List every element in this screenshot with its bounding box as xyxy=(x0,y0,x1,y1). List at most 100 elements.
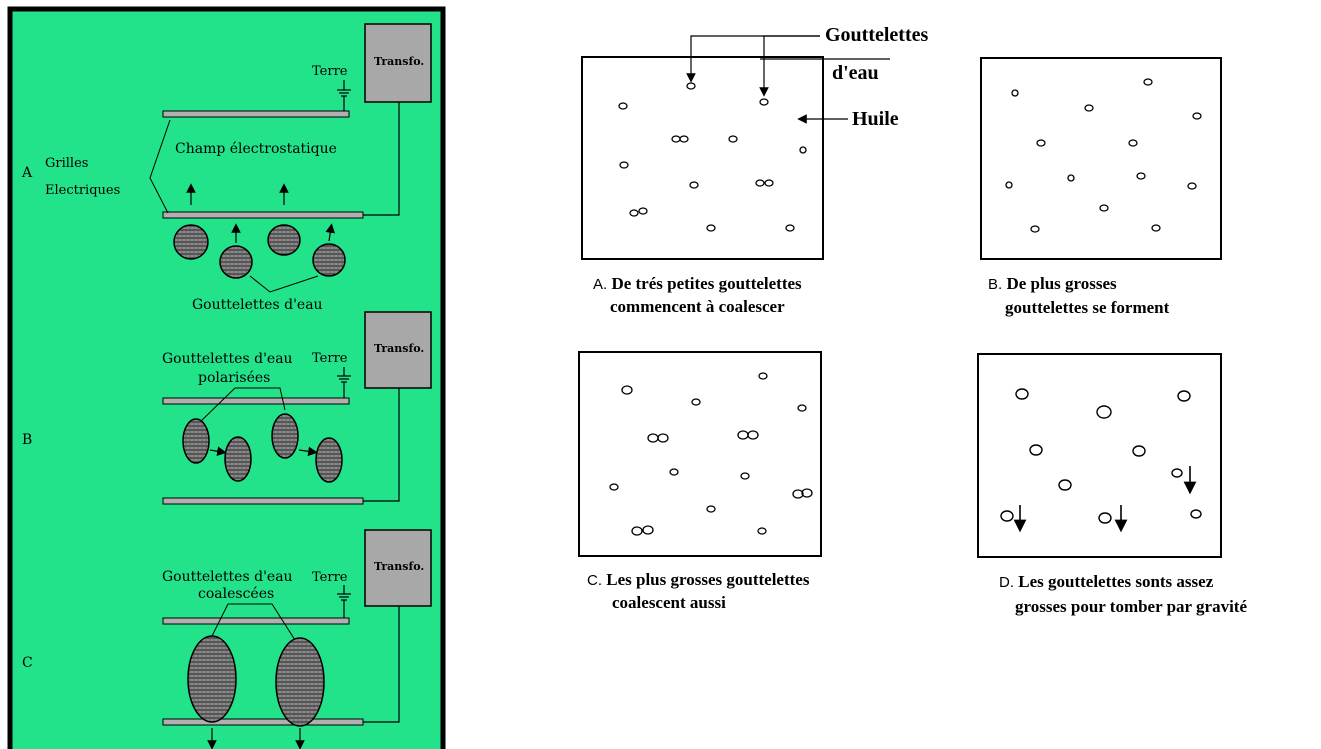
water-droplet xyxy=(1096,405,1112,419)
water-droplet xyxy=(801,488,813,498)
caption-b-line1: De plus grosses xyxy=(1006,274,1117,293)
water-droplet xyxy=(1143,78,1153,86)
ground-label-b: Terre xyxy=(312,351,348,366)
wire-c xyxy=(363,606,400,723)
panel-b-frame xyxy=(980,57,1222,260)
transformer-label-b: Transfo. xyxy=(374,342,424,355)
water-droplet xyxy=(1011,89,1019,97)
water-droplet xyxy=(638,207,648,215)
water-droplet xyxy=(671,135,681,143)
water-droplet xyxy=(706,224,716,232)
water-droplet xyxy=(737,430,749,440)
polarisees-label-line1: Gouttelettes d'eau xyxy=(162,351,293,367)
callout-pointer-2 xyxy=(759,35,820,97)
polarisees-label-line2: polarisées xyxy=(198,370,270,386)
right-panel: Gouttelettes d'eau Huile xyxy=(578,24,1222,558)
upper-grid-c xyxy=(162,617,350,625)
caption-panel-c-line2: coalescent aussi xyxy=(612,593,726,612)
caption-c-line1: Les plus grosses gouttelettes xyxy=(606,570,810,589)
panel-a-frame xyxy=(581,56,824,260)
wire-a xyxy=(363,102,400,216)
left-panel: Transfo. Terre A Grilles Electriques Cha… xyxy=(7,6,446,749)
callout-huile-label: Huile xyxy=(852,108,899,130)
section-b: Transfo. Terre Gouttelettes d'eau polari… xyxy=(22,311,432,505)
ground-symbol-b xyxy=(337,367,351,398)
water-droplet xyxy=(1029,444,1043,456)
panel-c-frame xyxy=(578,351,822,557)
caption-letter-c: C. xyxy=(587,572,602,589)
transformer-box-c xyxy=(364,529,432,607)
water-droplet xyxy=(758,372,768,380)
water-droplet xyxy=(609,483,619,491)
water-droplet xyxy=(797,404,807,412)
caption-letter-b: B. xyxy=(988,276,1003,293)
caption-panel-a-line2: commencent à coalescer xyxy=(610,297,785,316)
water-droplet xyxy=(1000,510,1014,522)
grilles-label-line2: Electriques xyxy=(45,183,120,198)
coalescees-label-line1: Gouttelettes d'eau xyxy=(162,569,293,585)
water-droplet xyxy=(1015,388,1029,400)
caption-panel-b-line2: gouttelettes se forment xyxy=(1005,298,1170,317)
caption-letter-d: D. xyxy=(999,574,1014,591)
panel-c xyxy=(578,351,822,557)
water-droplet xyxy=(755,179,765,187)
section-label-b: B xyxy=(22,432,32,448)
water-droplet xyxy=(629,209,639,217)
water-droplet xyxy=(1099,204,1109,212)
transformer-label-c: Transfo. xyxy=(374,560,424,573)
grilles-label-line1: Grilles xyxy=(45,156,88,171)
upper-grid-b xyxy=(162,397,350,405)
droplet-a2 xyxy=(219,245,253,279)
water-droplet xyxy=(1030,225,1040,233)
ground-symbol-c xyxy=(337,585,351,618)
water-droplet xyxy=(619,161,629,169)
caption-panel-d: D. Les gouttelettes sonts assez xyxy=(999,571,1213,594)
water-droplet xyxy=(1190,509,1202,519)
panel-d-frame xyxy=(977,353,1222,558)
lower-grid-a xyxy=(162,211,364,219)
water-droplet xyxy=(642,525,654,535)
water-droplet xyxy=(706,505,716,513)
ground-label-c: Terre xyxy=(312,570,348,585)
caption-a-line1: De trés petites gouttelettes xyxy=(611,274,802,293)
droplet-arrow-a2 xyxy=(325,223,336,242)
caption-panel-d-line2: grosses pour tomber par gravité xyxy=(1015,597,1248,616)
droplet-b4 xyxy=(315,437,343,483)
section-a: Transfo. Terre A Grilles Electriques Cha… xyxy=(21,23,432,313)
panel-d xyxy=(977,353,1222,558)
droplet-b2 xyxy=(224,436,252,482)
water-droplet xyxy=(1132,445,1146,457)
gouttelettes-pointer-a xyxy=(249,275,319,293)
droplet-b1 xyxy=(182,418,210,464)
water-droplet xyxy=(618,102,628,110)
caption-letter-a: A. xyxy=(593,276,608,293)
droplet-a1 xyxy=(173,224,209,260)
droplet-b3 xyxy=(271,413,299,459)
water-droplet xyxy=(1128,139,1138,147)
wire-b xyxy=(363,388,400,502)
water-droplet xyxy=(1171,468,1183,478)
water-droplet xyxy=(1187,182,1197,190)
water-droplet xyxy=(1005,181,1013,189)
water-droplet xyxy=(740,472,750,480)
callout-gouttelettes-label: Gouttelettes xyxy=(825,24,929,46)
polarisees-pointer xyxy=(199,387,286,423)
section-c: Transfo. Terre Gouttelettes d'eau coales… xyxy=(22,529,432,749)
coalescees-label-line2: coalescées xyxy=(198,586,274,602)
water-droplet xyxy=(647,433,659,443)
callout-deau-label: d'eau xyxy=(832,62,879,84)
water-droplet xyxy=(679,135,689,143)
transformer-box-b xyxy=(364,311,432,389)
champ-label: Champ électrostatique xyxy=(175,141,337,157)
water-droplet xyxy=(1151,224,1161,232)
lower-grid-c xyxy=(162,718,364,726)
transformer-label-a: Transfo. xyxy=(374,55,424,68)
water-droplet xyxy=(657,433,669,443)
water-droplet xyxy=(747,430,759,440)
caption-panel-b: B. De plus grosses xyxy=(988,273,1117,296)
caption-panel-a: A. De trés petites gouttelettes xyxy=(593,273,802,296)
coalescees-pointer xyxy=(211,603,296,641)
water-droplet xyxy=(1136,172,1146,180)
water-droplet xyxy=(686,82,696,90)
